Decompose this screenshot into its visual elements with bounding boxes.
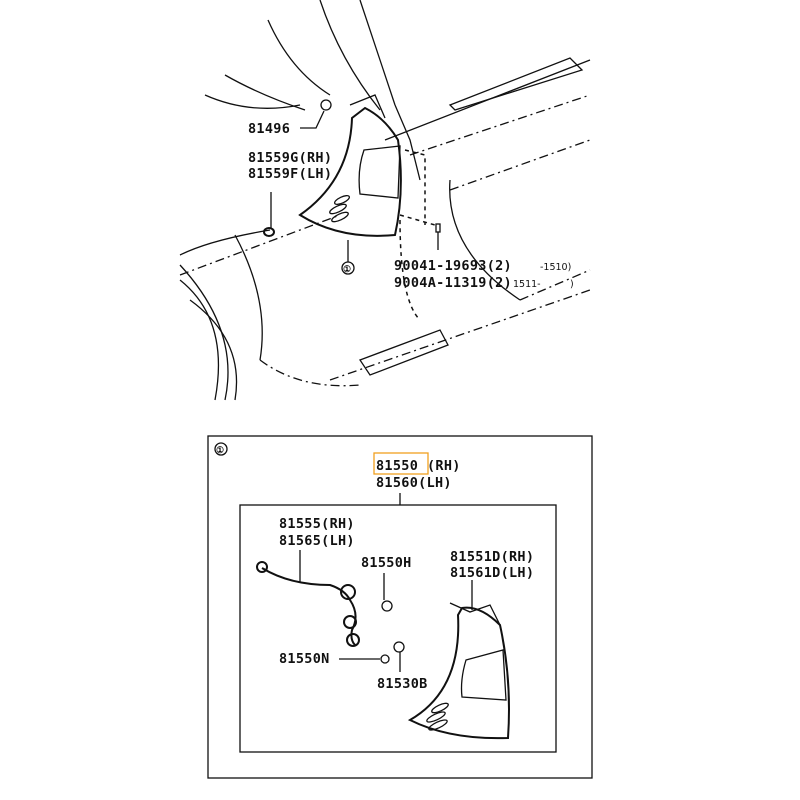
bulb-n-icon <box>380 654 390 664</box>
assembly-ref-marker[interactable]: ① <box>343 265 351 275</box>
date-range-2-start: 1511- <box>513 279 541 290</box>
grommet-icon <box>263 227 275 237</box>
label-9004a-11319[interactable]: 9004A-11319(2) <box>394 275 512 291</box>
bulb-h-icon <box>381 600 393 612</box>
label-81565-lh[interactable]: 81565(LH) <box>279 533 355 549</box>
date-range-1: -1510) <box>540 262 571 273</box>
detail-ref-marker: ① <box>216 446 224 456</box>
label-81555-rh[interactable]: 81555(RH) <box>279 516 355 532</box>
label-81550-suffix: (RH) <box>427 458 461 474</box>
tail-lamp-illustration <box>298 94 402 237</box>
label-81561d-lh[interactable]: 81561D(LH) <box>450 565 534 581</box>
label-81550n[interactable]: 81550N <box>279 651 330 667</box>
label-90041-19693[interactable]: 90041-19693(2) <box>394 258 512 274</box>
label-81551d-rh[interactable]: 81551D(RH) <box>450 549 534 565</box>
clip-icon <box>320 99 332 111</box>
label-81559f-lh[interactable]: 81559F(LH) <box>248 166 332 182</box>
label-81559g-rh[interactable]: 81559G(RH) <box>248 150 332 166</box>
inner-box <box>239 504 557 753</box>
label-81496[interactable]: 81496 <box>248 121 290 137</box>
screw-icon <box>435 223 441 233</box>
highlight-box <box>373 452 429 475</box>
label-81560-lh[interactable]: 81560(LH) <box>376 475 452 491</box>
socket-harness-illustration <box>256 561 360 647</box>
date-range-2-end: ) <box>570 279 574 290</box>
bulb-b-icon <box>393 641 405 653</box>
vehicle-body-illustration <box>179 0 591 401</box>
label-81550h[interactable]: 81550H <box>361 555 412 571</box>
label-81530b[interactable]: 81530B <box>377 676 428 692</box>
lamp-lens-illustration <box>407 602 510 740</box>
label-81550[interactable]: 81550 <box>376 458 418 474</box>
detail-box <box>207 435 593 779</box>
